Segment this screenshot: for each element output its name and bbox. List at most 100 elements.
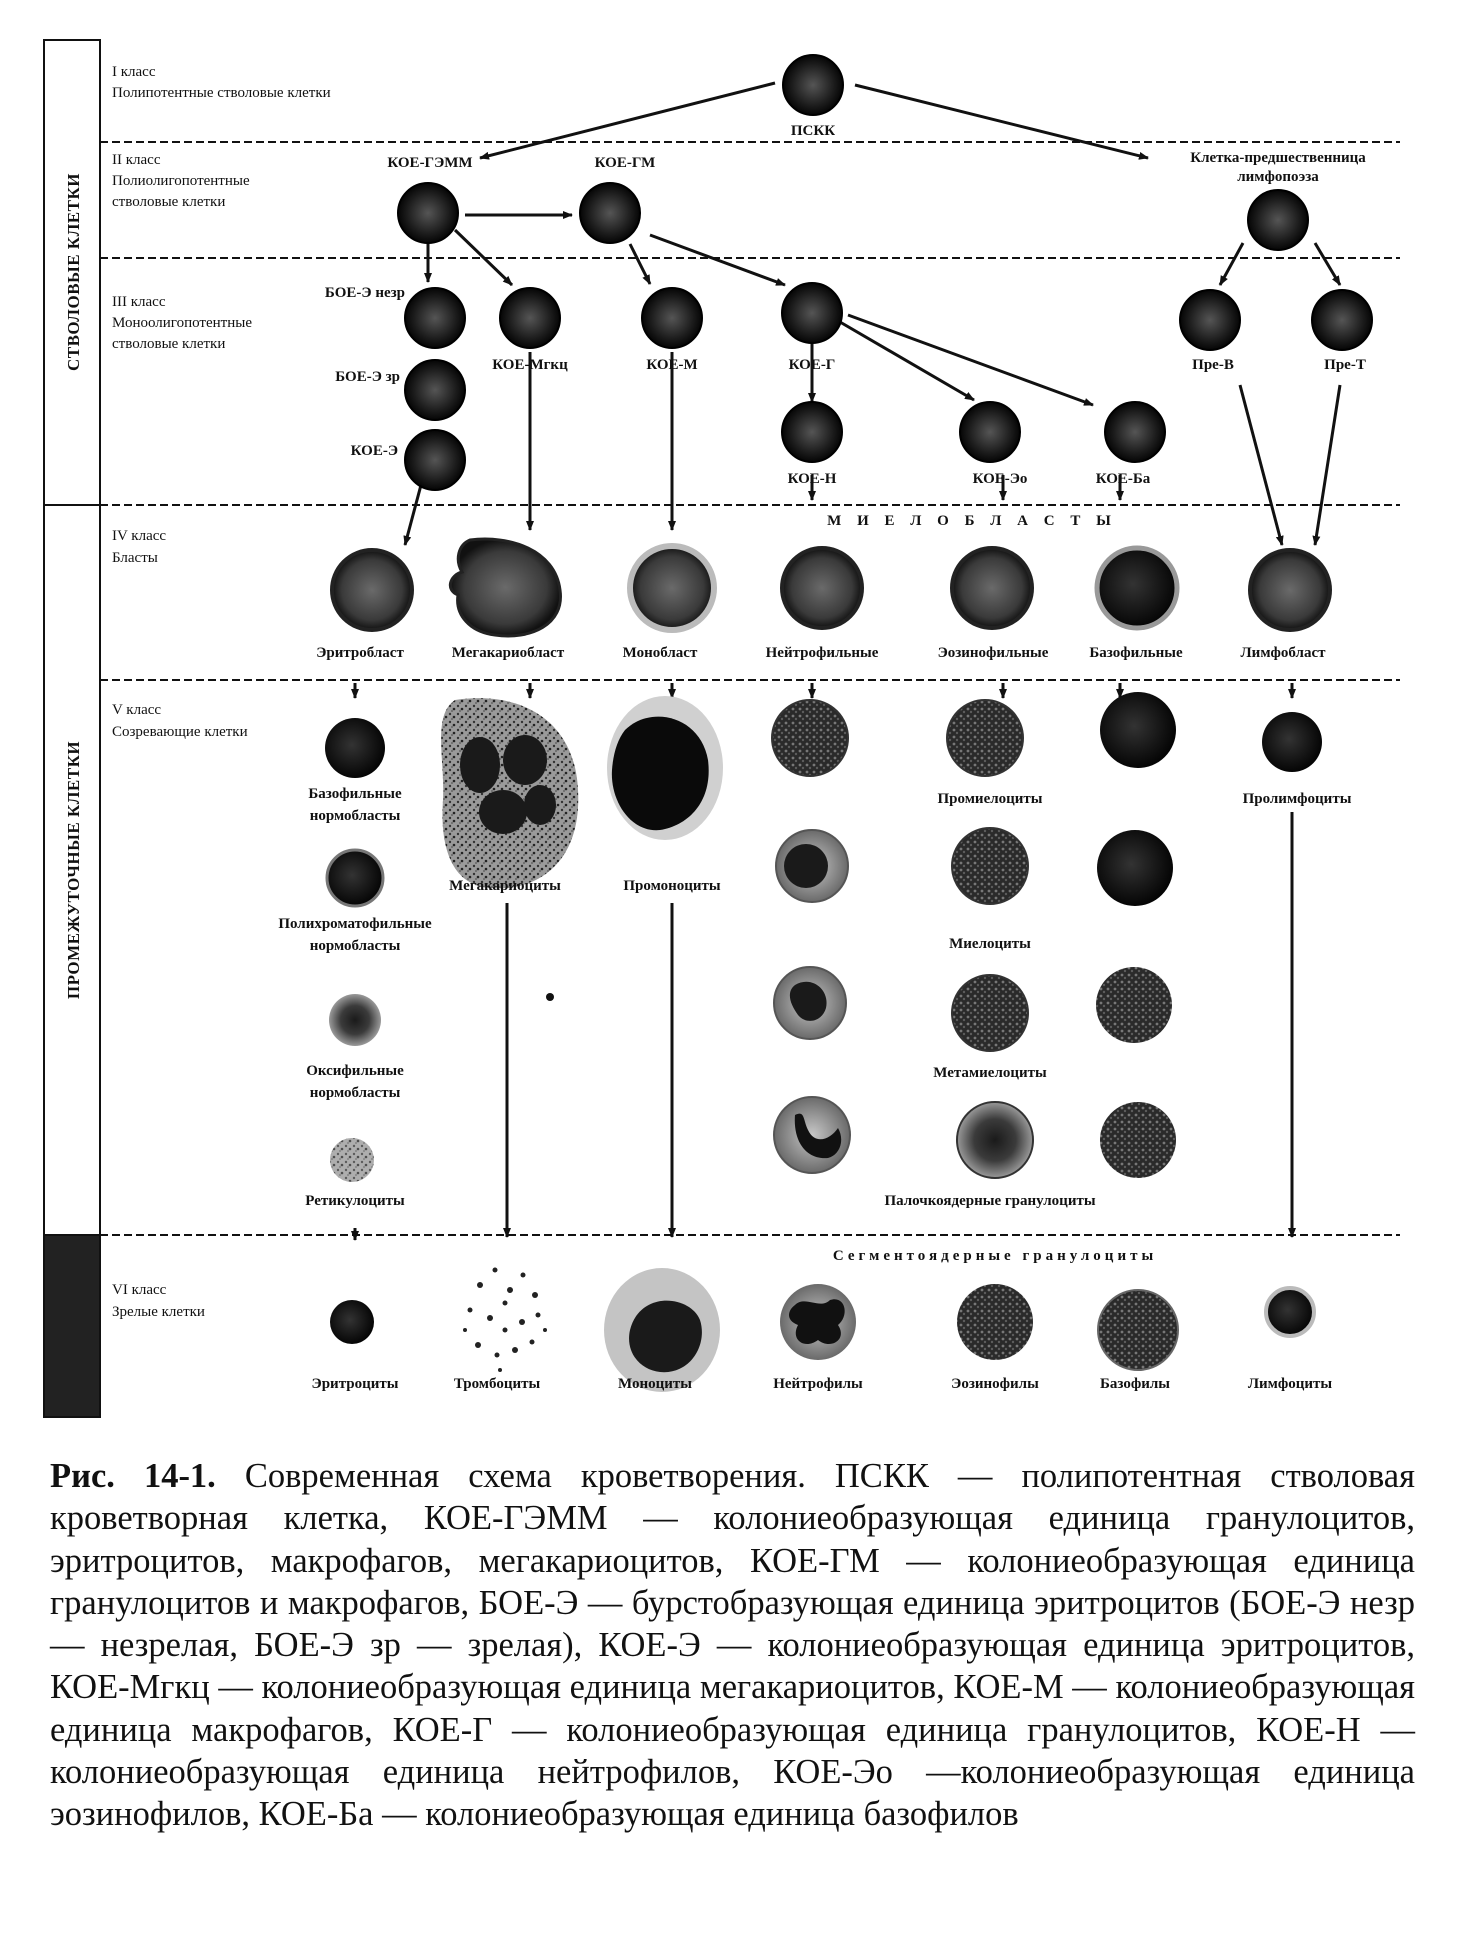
lymph-precursor-cell: [1248, 190, 1308, 250]
blast-label-3: Нейтрофильные: [766, 645, 879, 661]
eosinophilic-metamyelocyte-cell: [952, 975, 1028, 1051]
figure-number: Рис. 14-1.: [50, 1457, 216, 1495]
class-6-number: VI класс: [112, 1282, 167, 1298]
erythrocyte-cell: [330, 1300, 374, 1344]
mature-label-6: Лимфоциты: [1248, 1376, 1333, 1392]
eosinophil-cell: [957, 1284, 1033, 1360]
blast-label-5: Базофильные: [1089, 645, 1183, 661]
stray-dot: [546, 993, 554, 1001]
koe-gm-cell: [580, 183, 640, 243]
oxyphilic-normoblasts-label-line1: Оксифильные: [306, 1063, 404, 1079]
basophil-cell: [1098, 1290, 1178, 1370]
boe-e-zr-cell: [405, 360, 465, 420]
koe-g-cell: [782, 283, 842, 343]
eosinophilic-myeloblast-cell: [952, 548, 1032, 628]
boe-e-nezr-cell: [405, 288, 465, 348]
blast-label-1: Мегакариобласт: [452, 645, 565, 661]
basophilic-metamyelocyte-cell: [1096, 967, 1172, 1043]
blast-cells: [332, 539, 1330, 636]
class-3-name-line1: Моноолигопотентные: [112, 315, 252, 331]
mature-label-4: Эозинофилы: [951, 1376, 1039, 1392]
class-2-name-line1: Полиолигопотентные: [112, 173, 250, 189]
erythroblast-cell: [332, 550, 412, 630]
pre-b-label: Пре-В: [1192, 357, 1234, 373]
promonocytes-label: Промоноциты: [623, 878, 721, 894]
blast-labels: Эритробласт Мегакариобласт Монобласт Ней…: [316, 645, 1326, 661]
figure-caption: Рис. 14-1. Современная схема кроветворен…: [50, 1455, 1415, 1836]
blast-label-6: Лимфобласт: [1241, 645, 1327, 661]
class-1-name: Полипотентные стволовые клетки: [112, 85, 331, 101]
neutrophilic-promyelocyte-cell: [772, 700, 848, 776]
boe-e-zr-label: БОЕ-Э зр: [335, 369, 400, 385]
monoblast-cell: [630, 546, 714, 630]
lymph-precursor-label-line2: лимфопоэза: [1237, 169, 1319, 185]
eosinophilic-myelocyte-cell: [952, 828, 1028, 904]
polychromatophilic-normoblasts-label-line1: Полихроматофильные: [278, 916, 432, 932]
myeloblasts-label: М И Е Л О Б Л А С Т Ы: [827, 513, 1117, 529]
maturing-cells: [325, 692, 1322, 1182]
pre-b-cell: [1180, 290, 1240, 350]
promyelocytes-label: Промиелоциты: [937, 791, 1042, 807]
oxyphilic-normoblasts-label-line2: нормобласты: [310, 1085, 401, 1101]
mature-label-3: Нейтрофилы: [773, 1376, 863, 1392]
sidebar-stem-label: СТВОЛОВЫЕ КЛЕТКИ: [64, 173, 83, 371]
mature-label-1: Тромбоциты: [454, 1376, 541, 1392]
blast-label-4: Эозинофильные: [938, 645, 1049, 661]
basophilic-normoblast-cell: [325, 718, 385, 778]
class-5-number: V класс: [112, 702, 161, 718]
class-4-name: Бласты: [112, 550, 158, 566]
basophilic-promyelocyte-cell: [1100, 692, 1176, 768]
prolymphocyte-cell: [1262, 712, 1322, 772]
hematopoiesis-diagram: СТВОЛОВЫЕ КЛЕТКИ ПРОМЕЖУТОЧНЫЕ КЛЕТКИ I …: [0, 0, 1467, 1420]
class-4-number: IV класс: [112, 528, 166, 544]
koe-e-label: КОЕ-Э: [351, 443, 398, 459]
segmented-label: Сегментоядерные гранулоциты: [833, 1248, 1157, 1264]
arrows: [355, 83, 1340, 1240]
koe-n-cell: [782, 402, 842, 462]
class-2-name-line2: стволовые клетки: [112, 194, 225, 210]
myelocytes-label: Миелоциты: [949, 936, 1031, 952]
psck-label: ПСКК: [791, 123, 835, 139]
koe-e-cell: [405, 430, 465, 490]
basophilic-myeloblast-cell: [1097, 548, 1177, 628]
neutrophil-nucleus: [789, 1299, 845, 1344]
megakaryocyte-cell: [441, 698, 578, 888]
polychromatophilic-normoblast-cell: [327, 850, 383, 906]
class-6-name: Зрелые клетки: [112, 1304, 205, 1320]
metamyelocytes-label: Метамиелоциты: [933, 1065, 1047, 1081]
mature-label-2: Моноциты: [618, 1376, 692, 1392]
koe-m-cell: [642, 288, 702, 348]
blast-label-2: Монобласт: [623, 645, 698, 661]
megakaryoblast-cell: [450, 539, 560, 636]
class-3-number: III класс: [112, 294, 166, 310]
sidebar: СТВОЛОВЫЕ КЛЕТКИ ПРОМЕЖУТОЧНЫЕ КЛЕТКИ: [44, 40, 100, 1417]
boe-e-nezr-label: БОЕ-Э незр: [325, 285, 405, 301]
prolymphocytes-label: Пролимфоциты: [1243, 791, 1352, 807]
sidebar-intermediate-label: ПРОМЕЖУТОЧНЫЕ КЛЕТКИ: [64, 741, 83, 999]
monocyte-cell: [604, 1268, 720, 1392]
megakaryocytes-label: Мегакариоциты: [449, 878, 561, 894]
koe-ba-cell: [1105, 402, 1165, 462]
mature-label-5: Базофилы: [1100, 1376, 1170, 1392]
psck-cell: [783, 55, 843, 115]
mature-cells: [330, 1268, 1314, 1393]
koe-eo-label: КОЕ-Эо: [973, 471, 1028, 487]
basophilic-myelocyte-cell: [1097, 830, 1173, 906]
reticulocytes-label: Ретикулоциты: [305, 1193, 405, 1209]
eosinophilic-promyelocyte-cell: [947, 700, 1023, 776]
pre-t-label: Пре-Т: [1324, 357, 1366, 373]
koe-n-label: КОЕ-Н: [788, 471, 837, 487]
basophilic-normoblasts-label-line2: нормобласты: [310, 808, 401, 824]
neutrophilic-myelocyte-nucleus: [784, 844, 828, 888]
basophilic-band-cell: [1100, 1102, 1176, 1178]
koe-m-label: КОЕ-М: [646, 357, 697, 373]
caption-text: Современная схема кроветворения. ПСКК — …: [50, 1457, 1415, 1833]
lymphocyte-cell: [1266, 1288, 1314, 1336]
neutrophilic-myeloblast-cell: [782, 548, 862, 628]
oxyphilic-normoblast-cell: [329, 994, 381, 1046]
koe-ba-label: КОЕ-Ба: [1096, 471, 1151, 487]
mature-label-0: Эритроциты: [312, 1376, 399, 1392]
polychromatophilic-normoblasts-label-line2: нормобласты: [310, 938, 401, 954]
koe-gemm-cell: [398, 183, 458, 243]
koe-gemm-label: КОЕ-ГЭММ: [387, 155, 472, 171]
